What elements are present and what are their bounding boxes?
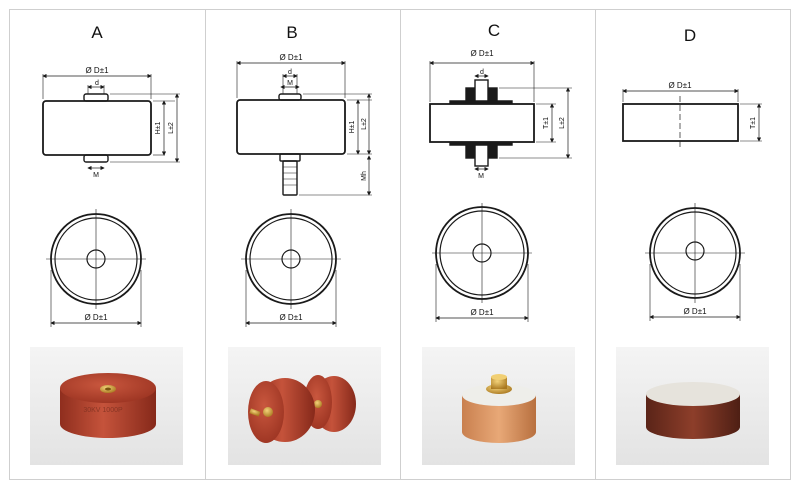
photo-b (228, 347, 381, 465)
dim-height-b: H±1 (349, 121, 356, 134)
photo-d (616, 347, 769, 465)
dim-diameter-a: Ø D±1 (85, 66, 109, 75)
body-side-a (42, 100, 152, 156)
capacitor-body-c (462, 395, 536, 443)
photo-a: 30KV 1000P (30, 347, 183, 465)
top-view-b: Ø D±1 (241, 209, 341, 327)
dim-top-diameter-c: Ø D±1 (470, 308, 494, 317)
threaded-stud-b (282, 160, 298, 196)
dim-m-top-b: M (287, 80, 293, 87)
dim-top-diameter-b: Ø D±1 (279, 313, 303, 322)
dim-d-c: d (480, 69, 484, 76)
dim-m-a: M (93, 172, 99, 179)
dim-top-diameter-d: Ø D±1 (683, 307, 707, 316)
side-view-b: Ø D±1 d M H±1 L±2 Mh (236, 53, 372, 196)
body-side-d (622, 103, 739, 142)
panel-frames (9, 9, 791, 480)
dim-length-c: L±2 (559, 117, 566, 129)
top-view-a: Ø D±1 (46, 209, 146, 327)
type-letter-b: B (286, 23, 297, 42)
dim-mh-b: Mh (361, 171, 368, 181)
dim-t-c: T±1 (543, 117, 550, 129)
capacitor-front-b (248, 378, 315, 443)
dim-diameter-c: Ø D±1 (470, 49, 494, 58)
column-d: D Ø D±1 T±1 Ø D±1 (622, 26, 762, 321)
photo-c (422, 347, 575, 465)
top-view-d: Ø D±1 (645, 203, 745, 321)
dim-m-c: M (478, 173, 484, 180)
dim-length-a: L±2 (168, 122, 175, 134)
terminal-bottom-a (83, 154, 109, 163)
side-view-a: Ø D±1 d H±1 L±2 M (42, 66, 180, 179)
photo-marking-a: 30KV 1000P (83, 407, 123, 414)
body-side-b (236, 99, 346, 155)
column-c: C Ø D±1 d T±1 L±2 M (429, 21, 572, 322)
dim-diameter-b: Ø D±1 (279, 53, 303, 62)
type-letter-d: D (684, 26, 696, 45)
side-view-d: Ø D±1 T±1 (622, 81, 762, 150)
capacitor-body-d (646, 394, 740, 439)
dim-d-b: d (288, 69, 292, 76)
column-a: A Ø D±1 d H±1 L±2 M (42, 23, 180, 327)
dim-length-b: L±2 (361, 118, 368, 130)
type-letter-c: C (488, 21, 500, 40)
brass-terminal-c (491, 374, 507, 380)
dim-d-a: d (95, 80, 99, 87)
dim-height-a: H±1 (155, 122, 162, 135)
body-side-c (429, 103, 535, 143)
side-view-c: Ø D±1 d T±1 L±2 M (429, 49, 572, 180)
dim-t-d: T±1 (750, 117, 757, 129)
dim-top-diameter-a: Ø D±1 (84, 313, 108, 322)
column-b: B Ø D±1 d M H±1 (236, 23, 372, 327)
terminal-top-a (83, 93, 109, 102)
top-view-c: Ø D±1 (432, 203, 532, 322)
dim-diameter-d: Ø D±1 (668, 81, 692, 90)
type-letter-a: A (91, 23, 103, 42)
